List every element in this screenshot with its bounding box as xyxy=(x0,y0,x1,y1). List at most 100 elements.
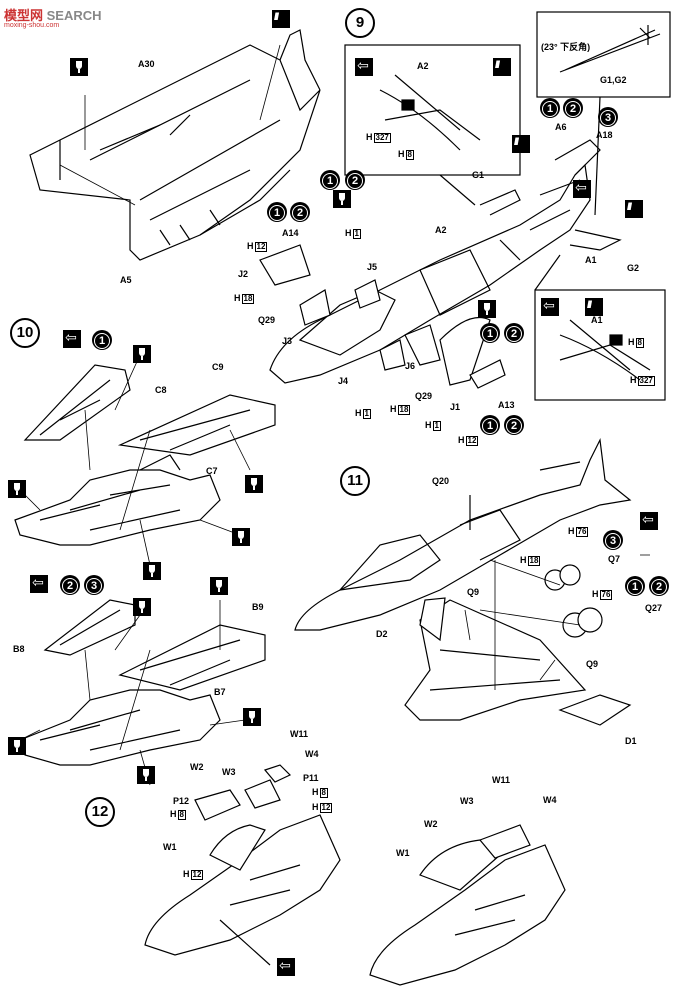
part-label: B7 xyxy=(214,687,226,697)
part-label: P11 xyxy=(303,773,319,783)
fuselage-half-a30 xyxy=(29,29,321,261)
part-label: Q20 xyxy=(432,476,450,486)
logo-search: SEARCH xyxy=(46,8,102,23)
part-label: W2 xyxy=(190,762,204,772)
part-label: D2 xyxy=(376,629,388,639)
option-bullet-2: 2 xyxy=(504,415,524,435)
part-label: W2 xyxy=(424,819,438,829)
part-label: Q7 xyxy=(608,554,621,564)
part-label: W3 xyxy=(222,767,236,777)
cement-icon xyxy=(8,480,26,498)
part-label: Q9 xyxy=(586,659,599,669)
wing-b-set xyxy=(19,599,266,766)
decal-icon xyxy=(277,957,295,976)
option-bullet-1: 1 xyxy=(320,170,340,190)
part-label: A30 xyxy=(138,59,155,69)
option-bullet-2: 2 xyxy=(345,170,365,190)
paint-icon xyxy=(625,200,643,218)
part-label: W3 xyxy=(460,796,474,806)
part-label: J4 xyxy=(338,376,349,386)
detail-box-angle xyxy=(536,11,671,216)
aircraft-nose-step12-right xyxy=(369,824,566,986)
cement-icon xyxy=(133,598,151,616)
option-bullet-3: 3 xyxy=(603,530,623,550)
part-label: G1 xyxy=(472,170,485,180)
part-label: J1 xyxy=(450,402,461,412)
part-label: C8 xyxy=(155,385,167,395)
cement-icon xyxy=(232,528,250,546)
paint-icon xyxy=(272,10,290,28)
cement-icon xyxy=(143,562,161,580)
decal-icon xyxy=(30,574,48,593)
part-label: W11 xyxy=(492,775,511,785)
part-label: A2 xyxy=(435,225,447,235)
part-label: W1 xyxy=(163,842,177,852)
guide-lines-step11 xyxy=(464,554,650,690)
option-bullet-2: 2 xyxy=(290,202,310,222)
option-bullet-1: 1 xyxy=(480,323,500,343)
watermark-logo: 模型网 SEARCH xyxy=(4,5,102,24)
dihedral-note: (23° 下反角) xyxy=(541,42,591,52)
cement-icon xyxy=(245,475,263,493)
aircraft-nose-step12-left xyxy=(144,764,341,966)
decal-icon xyxy=(541,297,559,316)
decal-icon xyxy=(355,57,373,76)
step-number-10: 10 xyxy=(10,318,40,348)
paint-icon xyxy=(585,298,603,316)
logo-url: moxing-shou.com xyxy=(4,22,60,29)
cement-icon xyxy=(70,58,88,76)
part-label: A2 xyxy=(417,61,429,71)
option-bullet-3: 3 xyxy=(598,107,618,127)
cement-icon xyxy=(243,708,261,726)
part-label: Q29 xyxy=(415,391,433,401)
decal-icon xyxy=(63,329,81,348)
part-label: C9 xyxy=(212,362,224,372)
paint-icon xyxy=(512,135,530,153)
part-label: W1 xyxy=(396,848,410,858)
option-bullet-2: 2 xyxy=(504,323,524,343)
option-bullet-1: 1 xyxy=(480,415,500,435)
part-label: D1 xyxy=(625,736,637,746)
cement-icon xyxy=(137,766,155,784)
option-bullet-1: 1 xyxy=(267,202,287,222)
guide-lines-step10 xyxy=(19,354,251,566)
part-label: J5 xyxy=(367,262,378,272)
option-bullet-2: 2 xyxy=(60,575,80,595)
part-label: A1 xyxy=(591,315,603,325)
guide-lines-step9 xyxy=(59,44,281,206)
part-label: B9 xyxy=(252,602,264,612)
part-label: J3 xyxy=(282,336,293,346)
part-label: W4 xyxy=(543,795,557,805)
part-label: Q29 xyxy=(258,315,276,325)
step-number-11: 11 xyxy=(340,466,370,496)
part-label: C7 xyxy=(206,466,218,476)
option-bullet-3: 3 xyxy=(84,575,104,595)
part-label: A18 xyxy=(596,130,613,140)
part-label: A6 xyxy=(555,122,567,132)
paint-icon xyxy=(493,58,511,76)
part-label: A5 xyxy=(120,275,132,285)
part-label: A1 xyxy=(585,255,597,265)
part-label: G2 xyxy=(627,263,640,273)
detail-box-a2 xyxy=(344,44,521,206)
cement-icon xyxy=(333,190,351,208)
cockpit-parts xyxy=(259,244,506,389)
step-number-9: 9 xyxy=(345,8,375,38)
part-label: B8 xyxy=(13,644,25,654)
part-label: J6 xyxy=(405,361,416,371)
